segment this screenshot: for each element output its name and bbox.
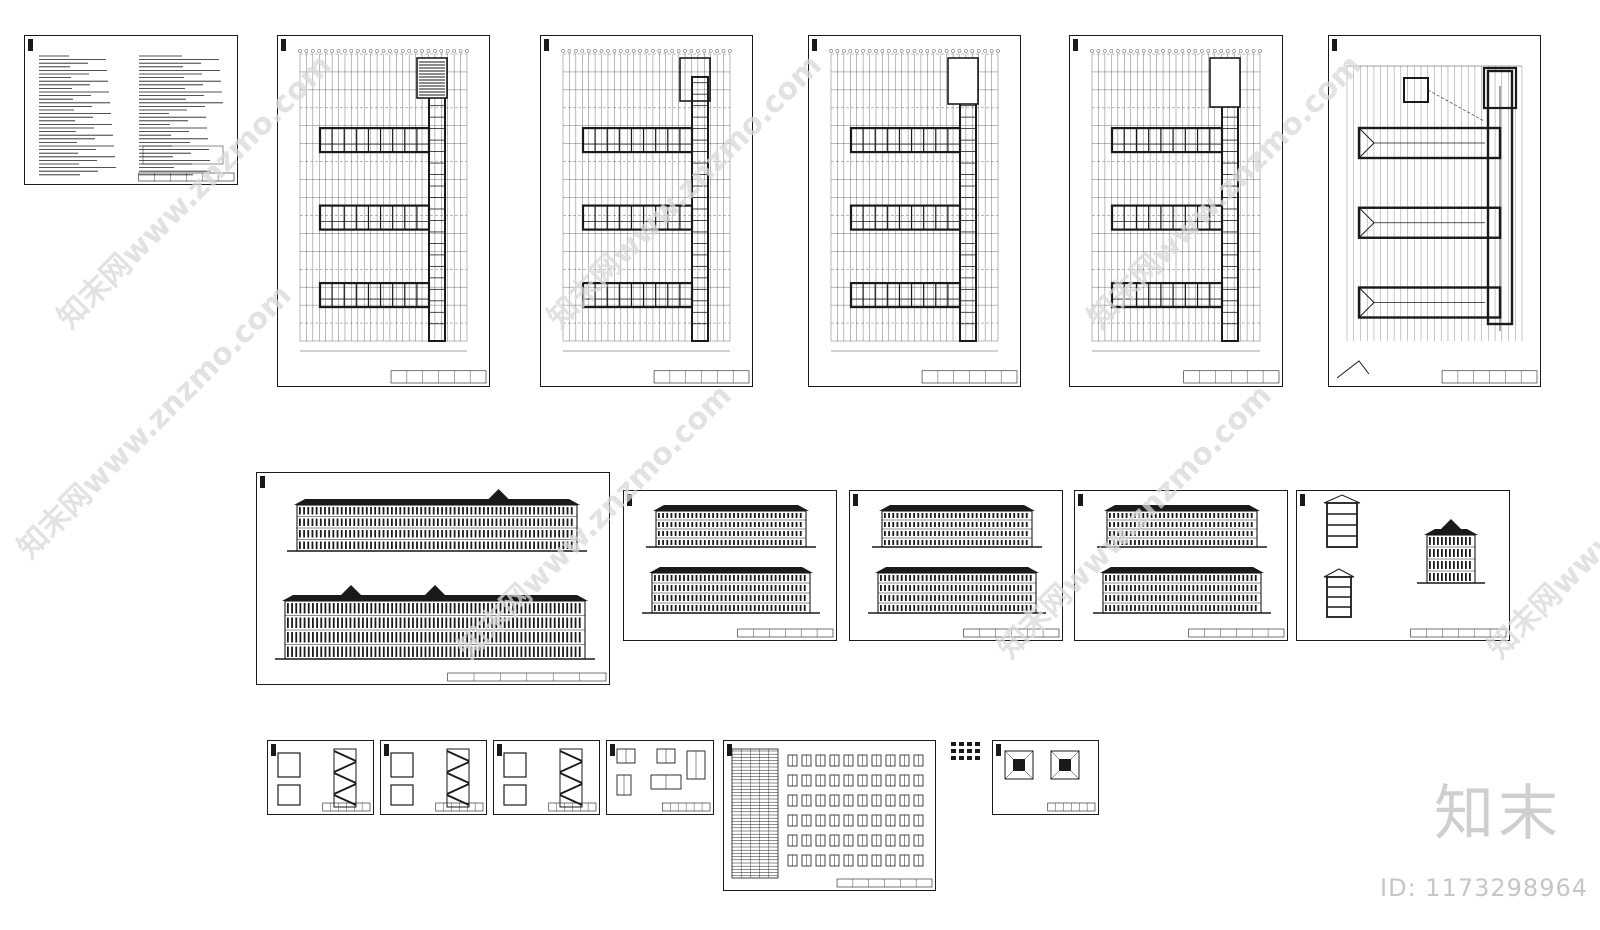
sheet-drawing bbox=[271, 744, 371, 812]
sheet-drawing bbox=[1078, 494, 1285, 638]
brand-logo-text: 知末 bbox=[1434, 779, 1562, 849]
sheet-drawing bbox=[627, 494, 834, 638]
sheet-drawing bbox=[853, 494, 1060, 638]
floor-plan-sheet-3[interactable] bbox=[808, 35, 1021, 387]
stair-detail-sheet-1[interactable] bbox=[267, 740, 374, 815]
elevation-sheet-a[interactable] bbox=[623, 490, 837, 641]
asset-id-label: ID: 1173298964 bbox=[1380, 874, 1588, 902]
door-window-schedule-sheet[interactable] bbox=[723, 740, 936, 891]
detail-sheet-2[interactable] bbox=[992, 740, 1099, 815]
stair-detail-sheet-3[interactable] bbox=[493, 740, 600, 815]
sheet-drawing bbox=[727, 744, 933, 888]
detail-sheet-1[interactable] bbox=[606, 740, 714, 815]
sheet-drawing bbox=[28, 39, 235, 182]
floor-plan-sheet-1[interactable] bbox=[277, 35, 490, 387]
sheet-drawing bbox=[951, 742, 980, 760]
sheet-drawing bbox=[610, 744, 711, 812]
elevation-sheet-c[interactable] bbox=[1074, 490, 1288, 641]
elevation-sheet-main[interactable] bbox=[256, 472, 610, 685]
sheet-drawing bbox=[1300, 494, 1507, 638]
sheet-drawing bbox=[1073, 39, 1280, 384]
sheet-drawing bbox=[812, 39, 1018, 384]
elevation-sheet-b[interactable] bbox=[849, 490, 1063, 641]
sheet-drawing bbox=[281, 39, 487, 384]
sheet-drawing bbox=[497, 744, 597, 812]
section-sheet[interactable] bbox=[1296, 490, 1510, 641]
design-notes-sheet[interactable] bbox=[24, 35, 238, 185]
floor-plan-sheet-2[interactable] bbox=[540, 35, 753, 387]
floor-plan-sheet-4[interactable] bbox=[1069, 35, 1283, 387]
stair-detail-sheet-2[interactable] bbox=[380, 740, 487, 815]
roof-plan-sheet[interactable] bbox=[1328, 35, 1541, 387]
sheet-drawing bbox=[384, 744, 484, 812]
legend-sheet-small[interactable] bbox=[949, 740, 983, 764]
sheet-drawing bbox=[544, 39, 750, 384]
sheet-drawing bbox=[1332, 39, 1538, 384]
sheet-drawing bbox=[260, 476, 607, 682]
sheet-drawing bbox=[996, 744, 1096, 812]
